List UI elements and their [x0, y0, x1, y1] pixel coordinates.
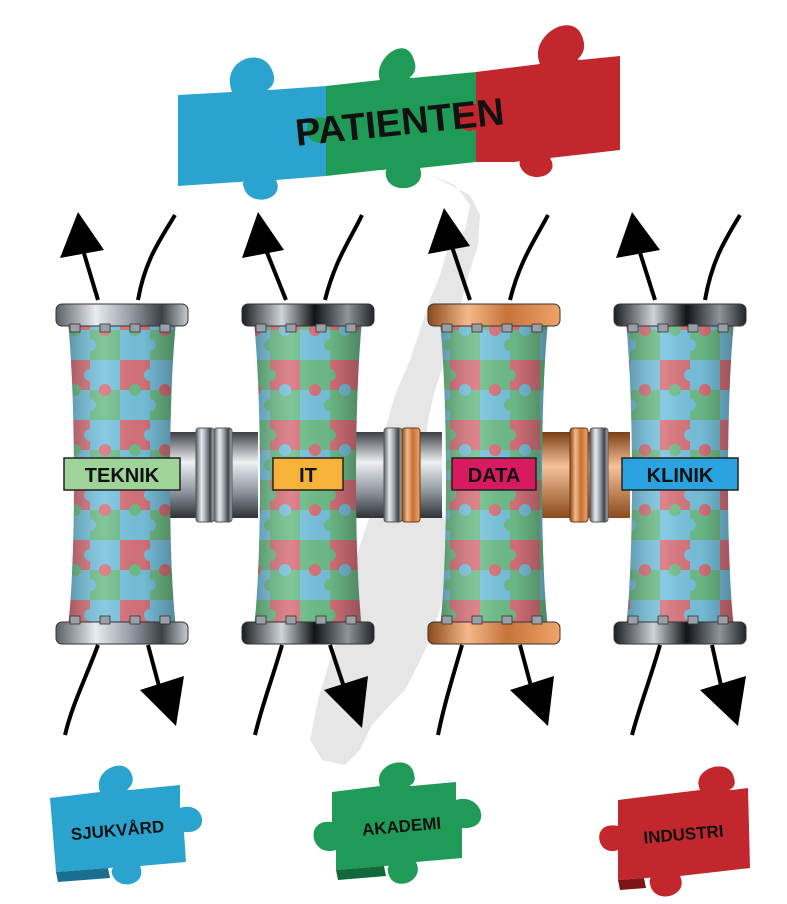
- arrow-icon: [146, 644, 162, 691]
- bolt: [99, 615, 111, 625]
- bottom-puzzle-pieces: SJUKVÅRD AKADEMI INDUSTRI: [50, 762, 750, 897]
- bolt: [501, 615, 513, 625]
- pillar-top-cap: [613, 303, 747, 327]
- bolt: [441, 323, 453, 333]
- pillar-label-klinik: KLINIK: [647, 465, 714, 487]
- sjukvard-piece-shape: [50, 765, 203, 885]
- pillar-klinik: KLINIK: [613, 303, 747, 645]
- pillar-teknik: TEKNIK: [55, 303, 189, 645]
- bolt: [345, 323, 357, 333]
- bolt: [531, 323, 543, 333]
- bolt: [627, 323, 639, 333]
- bolt: [345, 615, 357, 625]
- arrow-icon: [703, 213, 742, 301]
- arrow-icon: [60, 212, 104, 258]
- arrow-icon: [324, 676, 368, 728]
- arrow-icon: [710, 644, 724, 691]
- arrow-icon: [518, 644, 534, 691]
- pillar-bottom-cap: [55, 621, 189, 645]
- bolt: [315, 615, 327, 625]
- arrow-icon: [136, 213, 177, 301]
- patienten-puzzle-piece: PATIENTEN: [178, 25, 620, 200]
- bolt: [99, 323, 111, 333]
- pillar-bottom-cap: [427, 621, 561, 645]
- industri-piece-edge: [618, 878, 646, 890]
- bolt: [159, 323, 171, 333]
- bolt: [441, 615, 453, 625]
- akademi-piece-shape: [313, 762, 482, 884]
- arrow-icon: [508, 214, 550, 301]
- bolt: [285, 615, 297, 625]
- sjukvard-piece-edge: [56, 868, 110, 882]
- patienten-piece-blue: [178, 57, 326, 200]
- patienten-piece-green: [306, 48, 476, 189]
- bolt: [285, 323, 297, 333]
- bolt: [657, 323, 669, 333]
- connector-flange: [401, 427, 421, 523]
- pillar-top-cap: [241, 303, 375, 327]
- pillar-label-box: [272, 457, 344, 491]
- bolt: [129, 615, 141, 625]
- pillars: TEKNIK IT DATA KLINIK: [55, 303, 747, 645]
- arrow-icon: [700, 676, 746, 726]
- arrow-icon: [323, 214, 364, 301]
- pillar-top-cap: [427, 303, 561, 327]
- bolt: [471, 615, 483, 625]
- arrow-icon: [253, 644, 284, 736]
- bottom-arrows: [63, 644, 724, 736]
- bolt: [255, 615, 267, 625]
- bolt: [717, 323, 729, 333]
- bolt: [471, 323, 483, 333]
- pillar-label-box: [621, 457, 739, 491]
- top-arrowheads: [60, 208, 660, 258]
- pillar-top-cap: [55, 303, 189, 327]
- pipe-connectors: [168, 427, 630, 523]
- pillar-bottom-cap: [613, 621, 747, 645]
- sjukvard-puzzle-piece: SJUKVÅRD: [50, 765, 203, 885]
- pillar-label-it: IT: [299, 465, 317, 487]
- pillar-bottom-cap: [241, 621, 375, 645]
- bolt: [69, 615, 81, 625]
- bolt: [627, 615, 639, 625]
- akademi-puzzle-piece: AKADEMI: [313, 762, 482, 884]
- connector-flange: [383, 427, 403, 523]
- pillar-label-box: [451, 457, 537, 491]
- pillar-it: IT: [241, 303, 375, 645]
- bolt: [687, 323, 699, 333]
- bolt: [315, 323, 327, 333]
- arrow-icon: [510, 676, 554, 726]
- arrow-icon: [436, 644, 464, 736]
- bolt: [687, 615, 699, 625]
- bolt: [69, 323, 81, 333]
- patienten-piece-red: [457, 25, 620, 178]
- arrow-icon: [242, 212, 284, 258]
- bolt: [159, 615, 171, 625]
- arrow-icon: [63, 644, 100, 736]
- pillar-label-teknik: TEKNIK: [85, 465, 160, 487]
- bolt: [531, 615, 543, 625]
- bolt: [129, 323, 141, 333]
- bolt: [657, 615, 669, 625]
- industri-piece-shape: [599, 766, 750, 897]
- arrow-icon: [140, 676, 184, 726]
- arrow-icon: [616, 212, 660, 258]
- pillar-label-data: DATA: [468, 465, 521, 487]
- industri-puzzle-piece: INDUSTRI: [599, 766, 750, 897]
- arrow-icon: [428, 208, 470, 254]
- arrow-icon: [630, 644, 662, 736]
- pillar-data: DATA: [427, 303, 561, 645]
- connector-flange: [589, 427, 609, 523]
- akademi-piece-edge: [336, 866, 386, 880]
- connector-flange: [213, 427, 233, 523]
- arrow-icon: [328, 644, 347, 691]
- bolt: [255, 323, 267, 333]
- bolt: [501, 323, 513, 333]
- bolt: [717, 615, 729, 625]
- connector-flange: [569, 427, 589, 523]
- connector-flange: [195, 427, 215, 523]
- bottom-arrowheads: [140, 676, 746, 728]
- pillar-label-box: [63, 457, 181, 491]
